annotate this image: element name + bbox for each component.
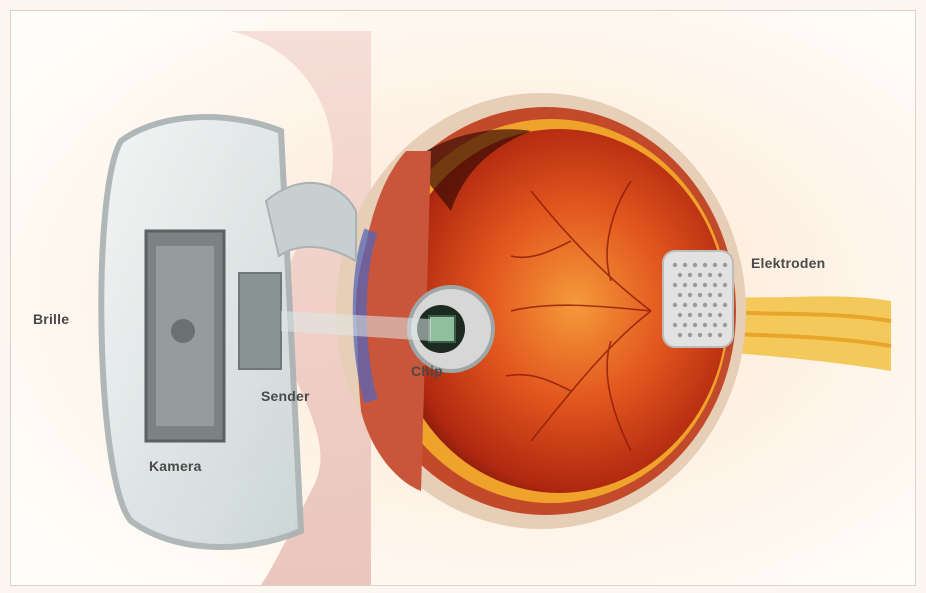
diagram-frame: Brille Kamera Sender Chip Elektroden	[10, 10, 916, 586]
label-kamera: Kamera	[149, 458, 202, 474]
label-chip: Chip	[411, 363, 443, 379]
sender-module	[239, 273, 281, 369]
label-elektroden: Elektroden	[751, 255, 825, 271]
eye-implant-illustration	[11, 11, 915, 585]
label-sender: Sender	[261, 388, 310, 404]
chip-graphic	[429, 316, 455, 342]
label-brille: Brille	[33, 311, 69, 327]
camera-lens-icon	[171, 319, 195, 343]
